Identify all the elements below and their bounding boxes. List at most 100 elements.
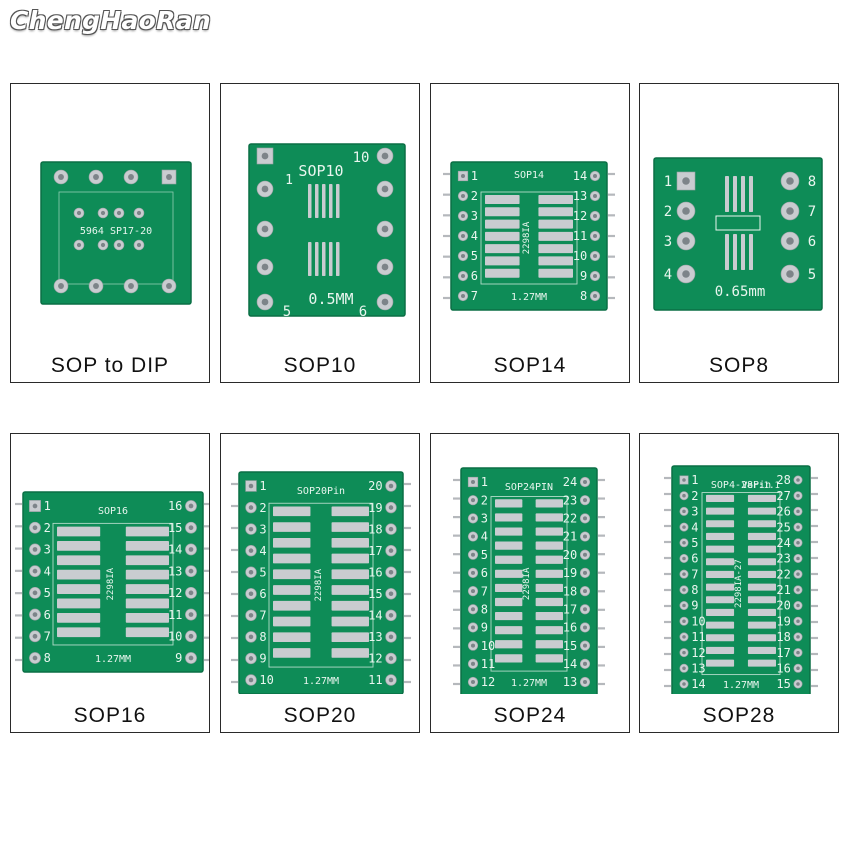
silk-pin-number: 7: [808, 204, 816, 220]
brand-watermark: ChengHaoRan: [10, 6, 211, 35]
smd-pad-left: [273, 648, 311, 658]
silk-pin-number: 21: [776, 583, 790, 597]
pad-hole: [188, 568, 194, 574]
silk-pin-number: 15: [368, 587, 382, 601]
smd-pad: [336, 242, 340, 276]
silk-pin-number: 19: [776, 614, 790, 628]
pad-hole: [188, 612, 194, 617]
silk-pin-number: 8: [691, 583, 698, 597]
silk-pin-number: 12: [168, 586, 182, 600]
silk-pin-number: 3: [481, 512, 488, 526]
header-pin: [811, 556, 818, 560]
pad-hole: [388, 505, 394, 510]
header-pin: [811, 620, 818, 624]
silk-part-label: SOP24PIN: [505, 482, 553, 493]
silk-ic-label: 2298IA: [522, 567, 532, 600]
header-pin: [608, 234, 615, 238]
pad-hole: [248, 613, 254, 618]
pad-hole: [796, 541, 800, 545]
silk-pin-number: 16: [168, 499, 182, 513]
smd-pad-right: [747, 659, 776, 667]
silk-pitch-label: 0.65mm: [715, 284, 766, 300]
pad-hole: [470, 534, 476, 539]
silk-pitch-label: 1.27MM: [511, 678, 547, 689]
silk-pin-number: 2: [691, 489, 698, 503]
smd-pad-left: [495, 541, 523, 550]
smd-pad-left: [485, 231, 520, 241]
pad-hole: [388, 569, 394, 575]
pad-hole: [248, 656, 254, 661]
silk-pin-number: 28: [776, 473, 790, 487]
caption-sop10: SOP10: [283, 354, 357, 377]
silk-pin-number: 15: [776, 677, 790, 691]
silk-pin-number: 4: [691, 520, 698, 534]
smd-pad-right: [331, 600, 369, 611]
smd-pad-left: [273, 585, 311, 595]
smd-pad-right: [125, 612, 169, 623]
pad-hole: [582, 552, 588, 557]
pad-hole: [682, 572, 686, 576]
smd-pad-left: [706, 583, 735, 591]
pad-hole: [470, 479, 476, 485]
header-pin: [443, 172, 450, 176]
smd-pad-right: [538, 195, 573, 204]
pad-hole: [796, 556, 800, 561]
pad-hole: [166, 283, 172, 289]
pad-hole: [682, 588, 686, 592]
silk-pin-number: 2: [664, 204, 672, 220]
smd-pad-right: [747, 494, 776, 502]
pad-hole: [128, 174, 134, 180]
silk-pin-number: 16: [776, 662, 790, 676]
smd-pad-left: [273, 616, 311, 627]
header-pin: [598, 553, 605, 556]
silk-pin-number: 18: [776, 630, 790, 644]
pad-hole: [682, 556, 686, 561]
silk-pin-number: 8: [259, 630, 266, 644]
silk-part-label: 5964 SP17-20: [80, 226, 152, 237]
smd-pad-left: [706, 494, 735, 502]
silk-pin-number: 9: [580, 269, 587, 283]
smd-pad-left: [495, 654, 523, 663]
header-pin: [608, 193, 615, 196]
pad-hole: [682, 493, 686, 498]
pad-hole: [470, 679, 476, 685]
header-pin: [664, 556, 671, 560]
pcb-substrate: [22, 491, 204, 673]
smd-pad-left: [706, 634, 735, 642]
silk-pin-number: 13: [691, 662, 705, 676]
silk-pin-number: 12: [691, 646, 705, 660]
smd-pad: [336, 184, 340, 218]
header-pin: [453, 478, 460, 482]
silk-part-label: SOP10: [298, 162, 343, 180]
smd-pad-left: [485, 195, 520, 204]
caption-sop14: SOP14: [493, 354, 567, 377]
pad-hole: [682, 603, 686, 608]
header-pin: [811, 588, 818, 592]
smd-pad-right: [535, 541, 563, 550]
silk-part-label: SOP14: [514, 170, 544, 181]
header-pin: [453, 682, 460, 686]
pad-hole: [786, 207, 794, 215]
silk-pin-number: 3: [44, 543, 51, 557]
pad-hole: [470, 498, 476, 503]
pad-hole: [188, 633, 194, 639]
pad-hole: [248, 526, 254, 532]
smd-pad-right: [747, 545, 776, 553]
pad-hole: [682, 619, 686, 623]
silk-pin-number: 20: [776, 599, 790, 613]
pcb-substrate: [653, 157, 823, 311]
silk-pin-number: 5: [471, 249, 478, 263]
silk-pitch-label: 1.27MM: [303, 676, 339, 687]
smd-pad-right: [125, 569, 169, 580]
silk-pin-number: 3: [664, 234, 672, 250]
silk-pin-number: 6: [691, 552, 698, 566]
pad-hole: [248, 548, 254, 553]
silk-pin-number: 13: [573, 189, 587, 203]
smd-pad-left: [495, 499, 523, 508]
header-pin: [231, 548, 238, 552]
header-pin: [608, 214, 615, 217]
smd-pad-right: [747, 583, 776, 591]
smd-pad-left: [706, 570, 735, 578]
smd-pad-left: [57, 569, 101, 580]
